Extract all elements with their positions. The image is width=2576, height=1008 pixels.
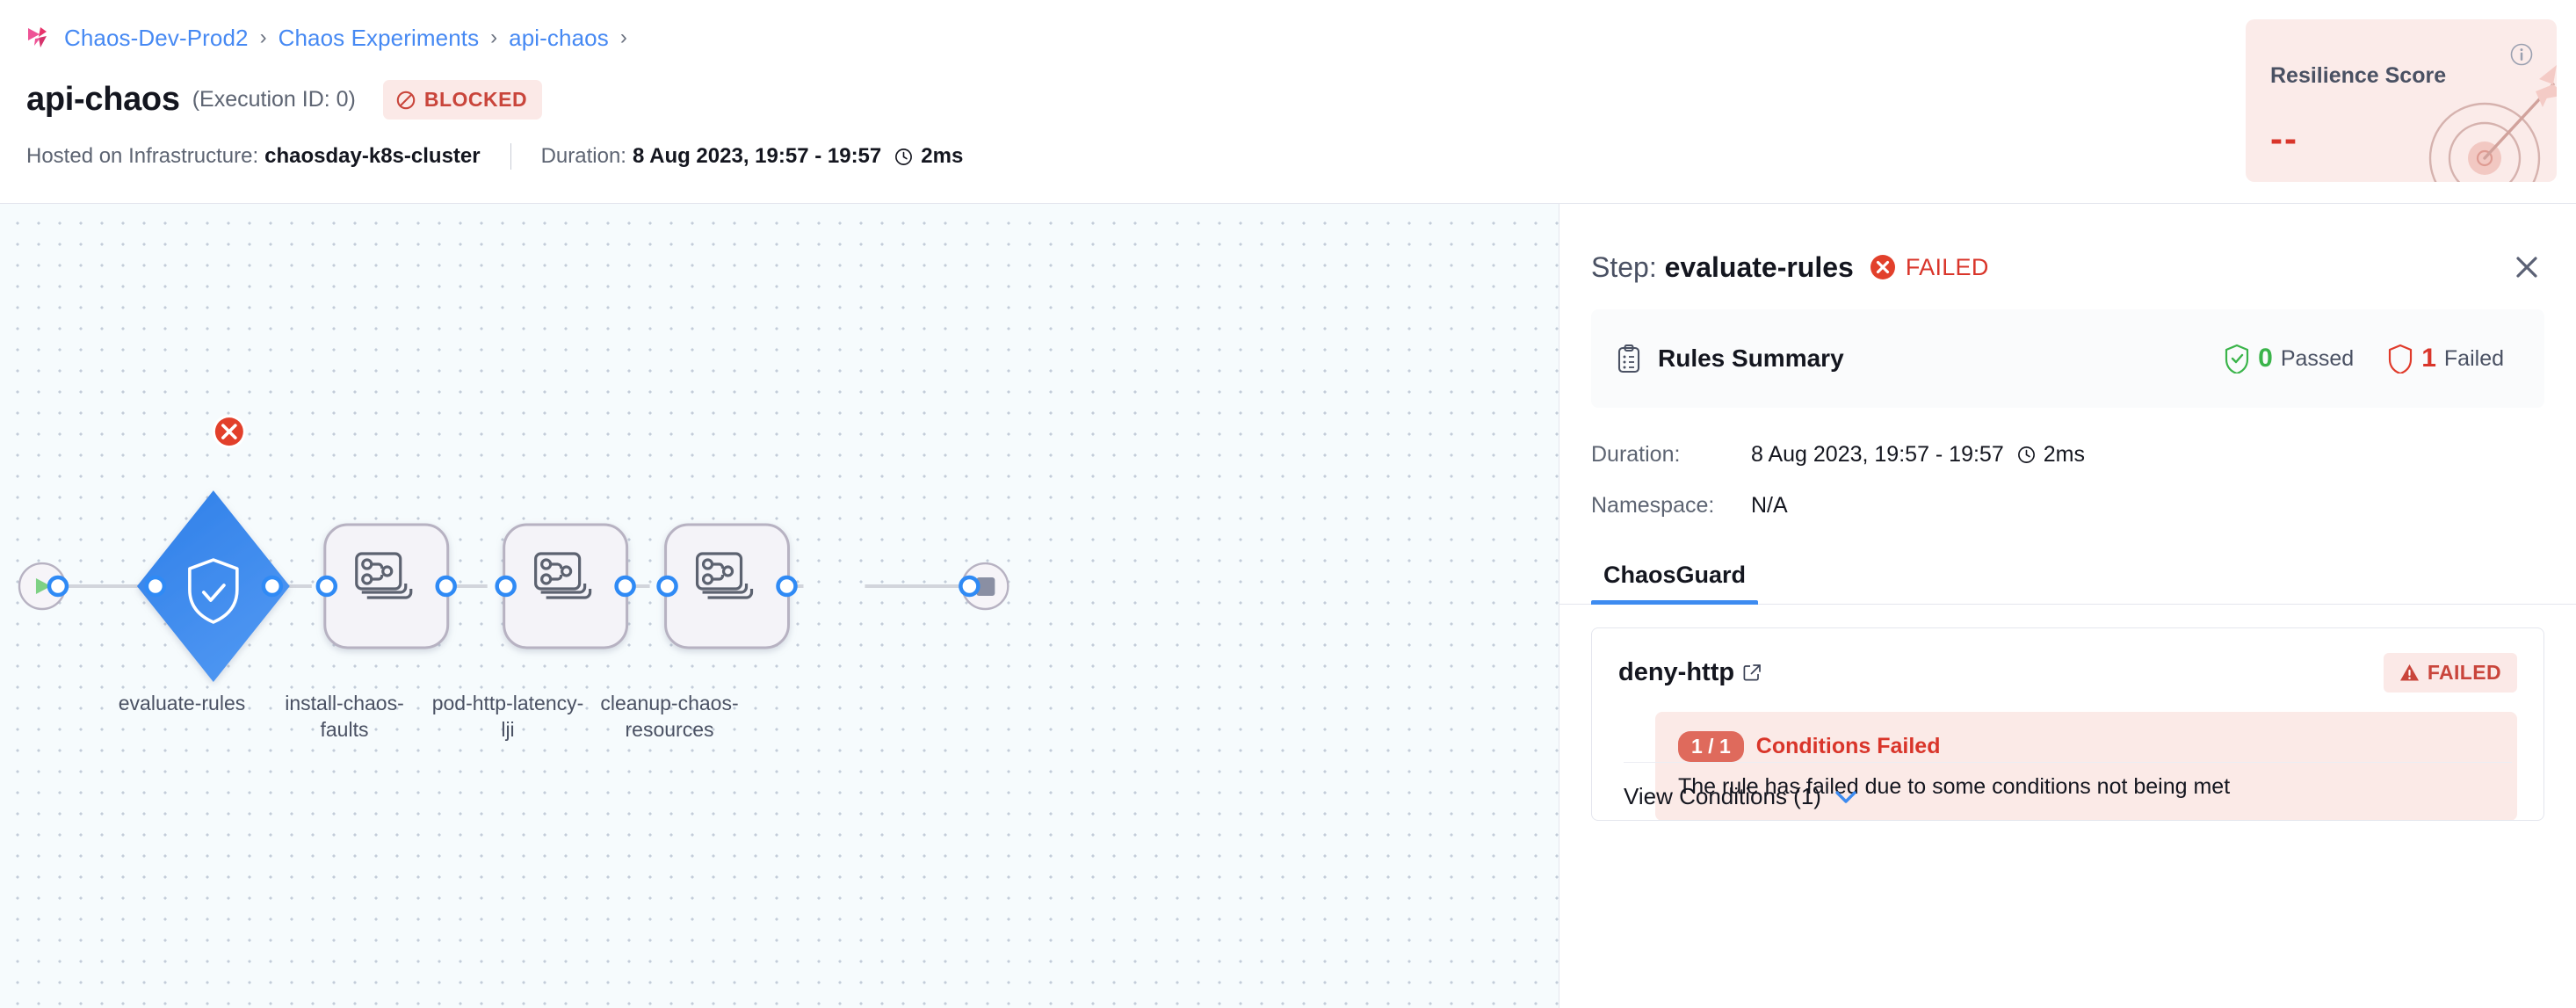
step-title: Step: evaluate-rules: [1591, 251, 1854, 284]
view-conditions-toggle[interactable]: View Conditions (1): [1624, 762, 2512, 820]
duration-label: Duration:: [540, 144, 626, 168]
resilience-score-card: Resilience Score --: [2246, 19, 2557, 182]
page-title: api-chaos: [26, 81, 180, 118]
step-detail-header: Step: evaluate-rules FAILED: [1559, 204, 2576, 299]
rule-name: deny-http: [1618, 658, 1735, 686]
panel-tabs: ChaosGuard: [1559, 545, 2576, 605]
breadcrumb-item-chaos-experiments[interactable]: Chaos Experiments: [278, 24, 480, 51]
chaos-fault-icon: [534, 552, 592, 599]
rules-summary-title: Rules Summary: [1658, 344, 1844, 372]
breadcrumb: Chaos-Dev-Prod2 › Chaos Experiments › ap…: [26, 23, 2576, 53]
shield-outline-icon: [2389, 344, 2413, 373]
step-duration-range: 8 Aug 2023, 19:57 - 19:57: [1751, 441, 2004, 467]
info-icon[interactable]: [2509, 42, 2534, 67]
execution-meta-row: Hosted on Infrastructure: chaosday-k8s-c…: [26, 143, 2576, 170]
title-row: api-chaos (Execution ID: 0) BLOCKED: [26, 80, 2576, 120]
pipeline-node-evaluate-rules[interactable]: [136, 490, 290, 682]
pipeline-node-pod-http-latency-lji[interactable]: [503, 523, 629, 649]
step-title-name: evaluate-rules: [1664, 250, 1854, 283]
conditions-count-pill: 1 / 1: [1678, 731, 1744, 762]
rules-passed-label: Passed: [2280, 345, 2355, 371]
conditions-failed-box: 1 / 1 Conditions Failed The rule has fai…: [1655, 712, 2517, 820]
breadcrumb-item-api-chaos[interactable]: api-chaos: [509, 24, 609, 51]
breadcrumb-separator: ›: [259, 25, 267, 49]
step-title-prefix: Step:: [1591, 250, 1657, 283]
stop-square-icon: [976, 577, 995, 597]
pipeline-node-cleanup-chaos-resources[interactable]: [664, 523, 790, 649]
breadcrumb-item-project[interactable]: Chaos-Dev-Prod2: [64, 24, 249, 51]
step-details-list: Duration: 8 Aug 2023, 19:57 - 19:57 2ms …: [1591, 434, 2544, 526]
clipboard-icon: [1617, 344, 1640, 373]
pipeline-end-node[interactable]: [959, 562, 1009, 611]
node-error-badge: [212, 415, 246, 449]
external-link-icon[interactable]: [1743, 664, 1762, 682]
resilience-score-value: --: [2270, 118, 2298, 159]
infrastructure-label: Hosted on Infrastructure:: [26, 144, 259, 168]
rules-summary-stats: 0 Passed 1 Failed: [2224, 344, 2504, 373]
pipeline-node-label-install-chaos-faults: install-chaos-faults: [285, 692, 404, 742]
error-x-icon: [1870, 255, 1895, 279]
chaos-fault-icon: [355, 552, 413, 599]
blocked-icon: [396, 91, 416, 109]
execution-id-label: (Execution ID: 0): [192, 87, 356, 112]
pipeline-graph: [18, 415, 1009, 682]
pipeline-node-label-pod-http-latency-lji: pod-http-latency-lji: [431, 692, 584, 742]
pipeline-node-label-cleanup-chaos-resources: cleanup-chaos-resources: [600, 692, 739, 742]
error-x-icon: [221, 424, 237, 439]
status-badge: BLOCKED: [382, 80, 543, 120]
status-badge-label: BLOCKED: [423, 88, 528, 111]
chaosguard-rule-card: deny-http FAILED: [1591, 627, 2544, 821]
harness-logo: [28, 27, 47, 47]
rules-summary-left: Rules Summary: [1616, 344, 1844, 373]
step-namespace-row: Namespace: N/A: [1591, 485, 2544, 526]
shield-check-icon: [2225, 344, 2249, 373]
play-icon: [35, 578, 51, 595]
breadcrumb-separator-trailing: ›: [619, 25, 627, 49]
header-divider: [0, 203, 2576, 204]
pipeline-start-node[interactable]: [18, 562, 69, 611]
clock-icon: [2017, 446, 2035, 463]
conditions-failed-description: The rule has failed due to some conditio…: [1678, 774, 2231, 799]
step-duration-key: Duration:: [1591, 441, 1681, 467]
pipeline-node-install-chaos-faults[interactable]: [323, 523, 450, 649]
infrastructure-value: chaosday-k8s-cluster: [264, 144, 481, 168]
conditions-failed-title: Conditions Failed: [1755, 734, 1941, 758]
target-dart-icon: [2428, 65, 2557, 182]
step-status-label: FAILED: [1905, 253, 1989, 280]
close-icon[interactable]: [2509, 250, 2544, 285]
chaos-fault-icon: [695, 552, 754, 599]
pipeline-node-label-evaluate-rules: evaluate-rules: [118, 692, 246, 714]
pipeline-canvas[interactable]: evaluate-rules install-chaos-faults pod-…: [0, 204, 1559, 1008]
duration-value: 2ms: [921, 144, 964, 168]
step-duration-row: Duration: 8 Aug 2023, 19:57 - 19:57 2ms: [1591, 434, 2544, 475]
step-detail-panel: Step: evaluate-rules FAILED: [1559, 204, 2576, 1008]
clock-icon: [895, 148, 913, 165]
page-body: evaluate-rules install-chaos-faults pod-…: [0, 204, 2576, 1008]
rules-passed-stat: 0 Passed: [2224, 344, 2354, 373]
view-conditions-label: View Conditions (1): [1624, 783, 1821, 809]
rules-failed-count: 1: [2421, 344, 2436, 373]
rule-status-label: FAILED: [2427, 661, 2501, 684]
step-namespace-value: N/A: [1751, 492, 1788, 518]
step-duration-value: 2ms: [2043, 441, 2085, 467]
rules-failed-label: Failed: [2443, 345, 2504, 371]
duration-range: 8 Aug 2023, 19:57 - 19:57: [632, 144, 882, 168]
chevron-down-icon: [1835, 790, 1856, 803]
tab-chaosguard[interactable]: ChaosGuard: [1591, 562, 1759, 605]
shield-check-icon: [188, 558, 239, 624]
resilience-score-title: Resilience Score: [2270, 63, 2447, 88]
rule-status-badge: FAILED: [2383, 653, 2517, 693]
page-header: Chaos-Dev-Prod2 › Chaos Experiments › ap…: [0, 0, 2576, 204]
rules-passed-count: 0: [2258, 344, 2273, 373]
meta-divider: [510, 143, 511, 170]
rule-card-header: deny-http FAILED: [1618, 653, 2517, 693]
conditions-failed-header: 1 / 1 Conditions Failed: [1678, 731, 2494, 762]
rules-summary-card: Rules Summary 0 Passed: [1591, 309, 2544, 408]
breadcrumb-separator: ›: [490, 25, 498, 49]
rules-failed-stat: 1 Failed: [2387, 344, 2504, 373]
warning-triangle-icon: [2399, 664, 2419, 681]
step-namespace-key: Namespace:: [1591, 492, 1715, 518]
